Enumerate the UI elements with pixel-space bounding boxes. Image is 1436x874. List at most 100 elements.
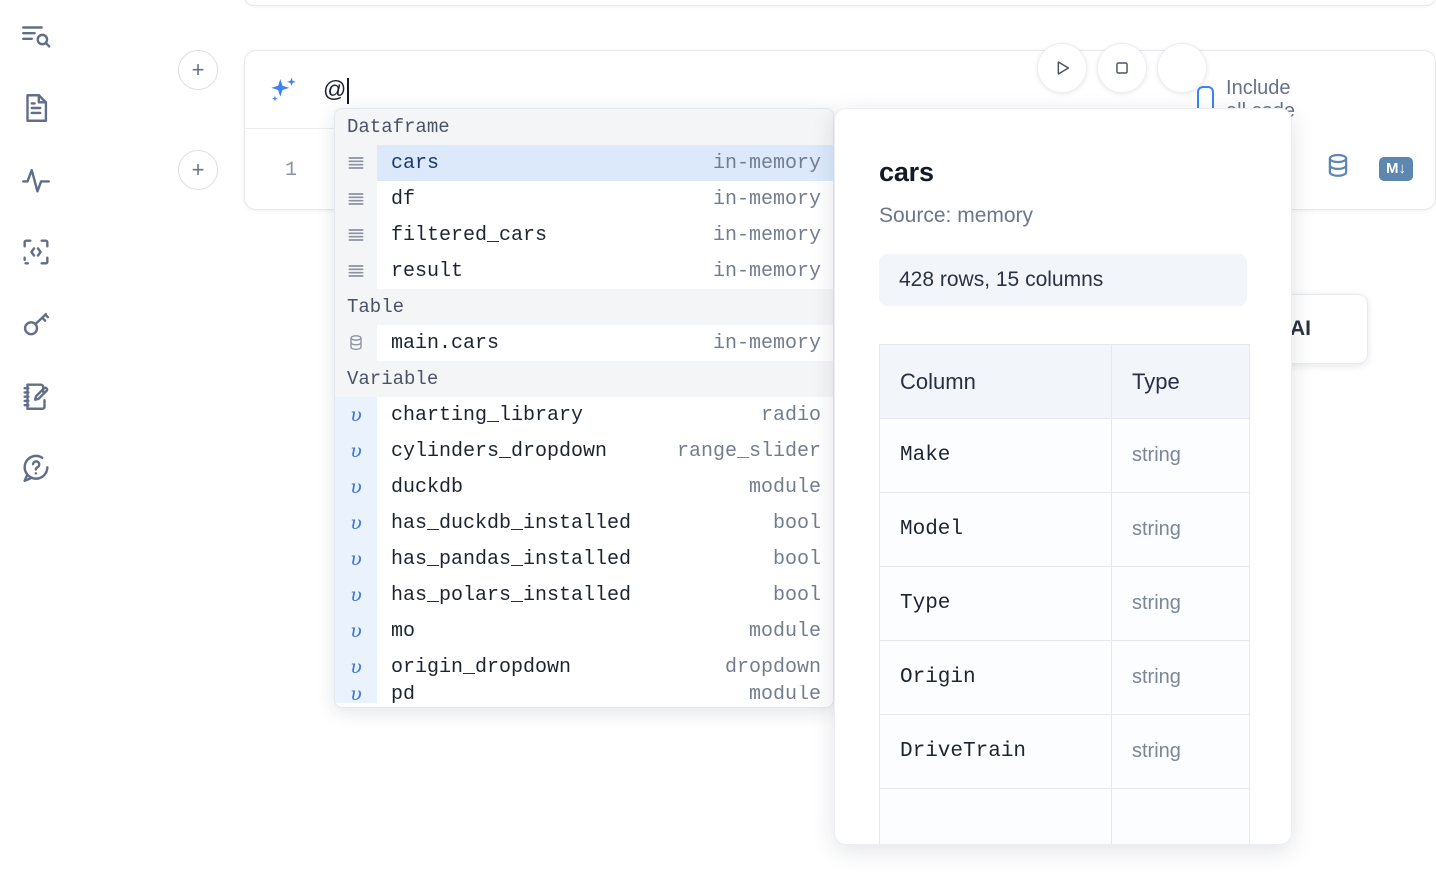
autocomplete-item-name: result bbox=[391, 259, 464, 283]
code-snippets-icon[interactable] bbox=[14, 230, 58, 274]
column-name-cell: Make bbox=[879, 418, 1112, 493]
autocomplete-item-type: range_slider bbox=[676, 439, 821, 463]
variable-upsilon-icon: υ bbox=[335, 613, 377, 649]
dataframe-rows-icon bbox=[335, 217, 377, 253]
preview-source: Source: memory bbox=[879, 204, 1034, 227]
scratchpad-edit-icon[interactable] bbox=[14, 374, 58, 418]
column-type-cell: string bbox=[1111, 492, 1250, 567]
autocomplete-dropdown[interactable]: Dataframe cars in-memory df in-memory filtere… bbox=[334, 108, 834, 708]
stop-cell-button[interactable] bbox=[1097, 43, 1147, 93]
autocomplete-item-name: filtered_cars bbox=[391, 223, 548, 247]
autocomplete-section-header: Variable bbox=[335, 361, 833, 397]
column-type-cell bbox=[1111, 788, 1250, 844]
outline-search-icon[interactable] bbox=[14, 14, 58, 58]
column-name-cell: Origin bbox=[879, 640, 1112, 715]
autocomplete-item[interactable]: df in-memory bbox=[335, 181, 833, 217]
autocomplete-item-type: in-memory bbox=[712, 259, 821, 283]
run-cell-button[interactable] bbox=[1037, 43, 1087, 93]
column-name-cell: Model bbox=[879, 492, 1112, 567]
autocomplete-item-name: mo bbox=[391, 619, 416, 643]
key-secrets-icon[interactable] bbox=[14, 302, 58, 346]
variable-upsilon-icon: υ bbox=[335, 397, 377, 433]
column-type-cell: string bbox=[1111, 566, 1250, 641]
autocomplete-item-type: in-memory bbox=[712, 187, 821, 211]
autocomplete-item-name: cars bbox=[391, 151, 440, 175]
plus-glyph: + bbox=[191, 57, 205, 82]
column-type-cell: string bbox=[1111, 640, 1250, 715]
more-actions-button[interactable] bbox=[1157, 43, 1207, 93]
autocomplete-item-type: bool bbox=[772, 511, 821, 535]
table-header-row: Column Type bbox=[879, 344, 1250, 419]
autocomplete-item-name: has_duckdb_installed bbox=[391, 511, 632, 535]
autocomplete-item-name: duckdb bbox=[391, 475, 464, 499]
add-cell-below-button[interactable]: + bbox=[178, 150, 218, 190]
variable-upsilon-icon: υ bbox=[335, 505, 377, 541]
column-name-cell bbox=[879, 788, 1112, 844]
table-row bbox=[879, 788, 1250, 844]
column-name-cell: Type bbox=[879, 566, 1112, 641]
column-type-cell: string bbox=[1111, 714, 1250, 789]
autocomplete-item[interactable]: υ origin_dropdown dropdown bbox=[335, 649, 833, 685]
autocomplete-item[interactable]: main.cars in-memory bbox=[335, 325, 833, 361]
autocomplete-item-type: in-memory bbox=[712, 331, 821, 355]
variable-upsilon-icon: υ bbox=[335, 469, 377, 505]
previous-cell-edge bbox=[244, 0, 1436, 6]
ai-prompt-input[interactable]: @ bbox=[323, 51, 1173, 128]
variable-upsilon-icon: υ bbox=[335, 541, 377, 577]
preview-shape-badge: 428 rows, 15 columns bbox=[879, 254, 1247, 306]
ai-prompt-value: @ bbox=[323, 76, 347, 102]
column-header: Column bbox=[879, 344, 1112, 419]
markdown-icon[interactable]: M↓ bbox=[1379, 156, 1413, 181]
cell-action-buttons bbox=[1037, 43, 1207, 93]
autocomplete-item-name: has_polars_installed bbox=[391, 583, 632, 607]
left-icon-rail bbox=[0, 0, 72, 874]
autocomplete-item[interactable]: υ charting_library radio bbox=[335, 397, 833, 433]
autocomplete-section-header: Dataframe bbox=[335, 109, 833, 145]
autocomplete-item[interactable]: result in-memory bbox=[335, 253, 833, 289]
sparkles-icon bbox=[267, 73, 301, 107]
dataframe-rows-icon bbox=[335, 253, 377, 289]
variable-upsilon-icon: υ bbox=[335, 433, 377, 469]
dataframe-rows-icon bbox=[335, 145, 377, 181]
autocomplete-item-type: dropdown bbox=[724, 655, 821, 679]
autocomplete-item[interactable]: υ has_duckdb_installed bool bbox=[335, 505, 833, 541]
autocomplete-item-name: main.cars bbox=[391, 331, 500, 355]
database-icon[interactable] bbox=[1323, 151, 1353, 186]
activity-pulse-icon[interactable] bbox=[14, 158, 58, 202]
autocomplete-item-type: in-memory bbox=[712, 151, 821, 175]
autocomplete-item-name: has_pandas_installed bbox=[391, 547, 632, 571]
variable-upsilon-icon: υ bbox=[335, 649, 377, 685]
autocomplete-section-header: Table bbox=[335, 289, 833, 325]
autocomplete-item[interactable]: cars in-memory bbox=[335, 145, 833, 181]
autocomplete-item-type: module bbox=[748, 685, 821, 703]
dataframe-preview-panel: cars Source: memory 428 rows, 15 columns… bbox=[834, 108, 1292, 845]
autocomplete-item-name: pd bbox=[391, 685, 416, 703]
autocomplete-item-type: radio bbox=[760, 403, 821, 427]
autocomplete-item[interactable]: υ has_polars_installed bool bbox=[335, 577, 833, 613]
autocomplete-item-name: df bbox=[391, 187, 416, 211]
dataframe-rows-icon bbox=[335, 181, 377, 217]
help-chat-icon[interactable] bbox=[14, 446, 58, 490]
autocomplete-item-type: bool bbox=[772, 583, 821, 607]
code-editor-row[interactable]: 1 M↓ bbox=[245, 129, 1436, 211]
autocomplete-item-name: origin_dropdown bbox=[391, 655, 572, 679]
plus-glyph: + bbox=[191, 157, 205, 182]
file-document-icon[interactable] bbox=[14, 86, 58, 130]
column-name-cell: DriveTrain bbox=[879, 714, 1112, 789]
variable-upsilon-icon: υ bbox=[335, 577, 377, 613]
add-cell-above-button[interactable]: + bbox=[178, 50, 218, 90]
autocomplete-item-name: charting_library bbox=[391, 403, 584, 427]
